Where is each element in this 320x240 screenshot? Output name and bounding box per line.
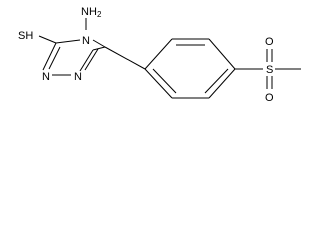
bond-thiol bbox=[38, 35, 57, 44]
bond-ring-n1-c5 bbox=[79, 49, 94, 72]
bonds bbox=[38, 18, 301, 99]
bond-benzene-inner-left bbox=[152, 68, 177, 94]
amino-h-label: H bbox=[89, 6, 97, 18]
amino-n-label: N bbox=[81, 6, 89, 18]
ring-n2-label: N bbox=[74, 71, 82, 83]
amino-h-count-label: 2 bbox=[97, 10, 102, 19]
ring-n1-label: N bbox=[42, 71, 50, 83]
bond-ring-c3-n2 bbox=[42, 42, 57, 71]
bond-ring-c5-double bbox=[84, 48, 99, 71]
bond-ring-c5-right bbox=[92, 46, 106, 51]
sulfonyl-o-bottom-label: O bbox=[265, 92, 274, 104]
bond-ring-c3-n2-double bbox=[48, 46, 61, 70]
bond-ring-c5-n4 bbox=[55, 39, 81, 44]
sulfonyl-o-top-label: O bbox=[265, 36, 274, 48]
bond-benzene-1 bbox=[144, 38, 173, 70]
bond-ring-n4-c5 bbox=[92, 39, 106, 48]
bond-benzene-6 bbox=[144, 68, 173, 99]
bond-benzene-3 bbox=[208, 38, 236, 70]
sulfonyl-s-label: S bbox=[266, 64, 273, 76]
thiol-label: SH bbox=[18, 30, 33, 42]
bond-benzene-inner-right bbox=[204, 68, 229, 94]
bond-aryl-link bbox=[104, 46, 146, 70]
atom-labels: N H 2 SH N N N S O O bbox=[18, 6, 274, 104]
structure-diagram: N H 2 SH N N N S O O bbox=[18, 6, 301, 104]
ring-n4-label: N bbox=[82, 35, 90, 47]
bond-benzene-4 bbox=[208, 68, 236, 99]
